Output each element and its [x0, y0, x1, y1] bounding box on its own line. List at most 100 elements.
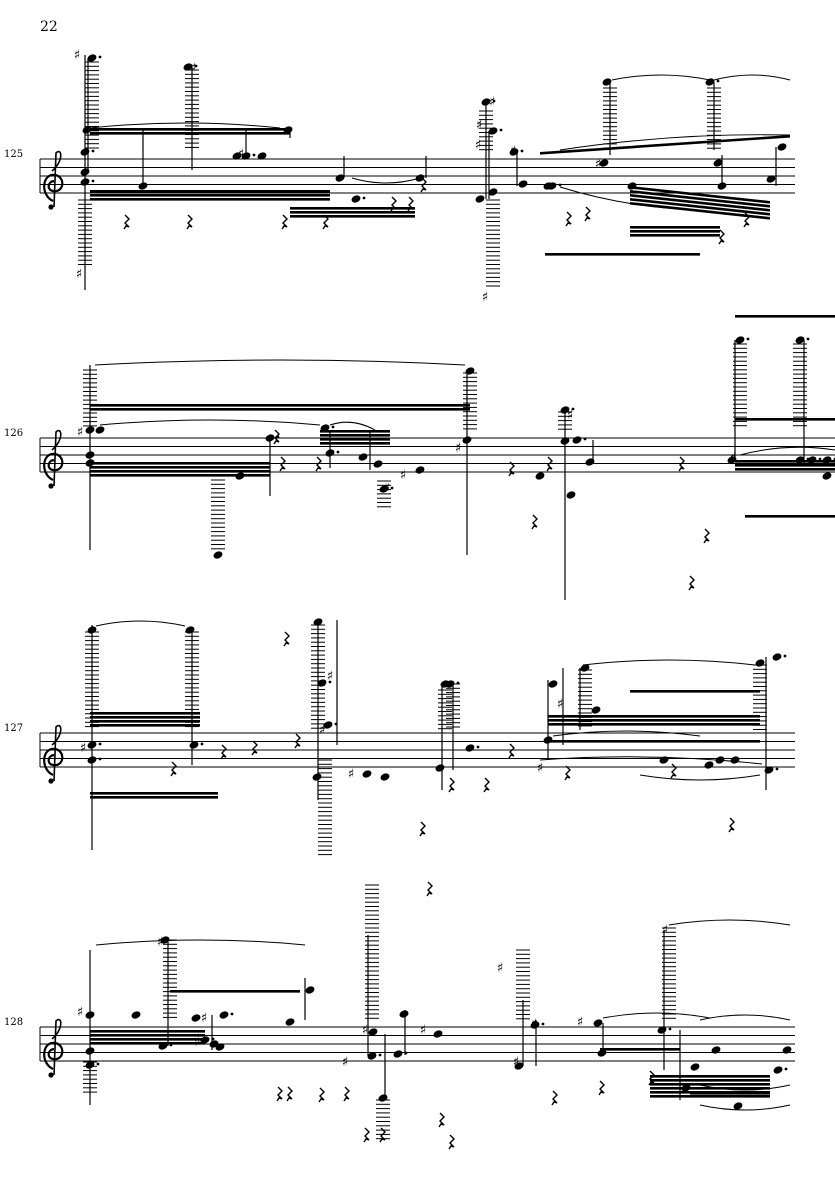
tie — [89, 122, 281, 129]
tie — [611, 74, 711, 81]
sharp-sign: ♯ — [362, 1023, 368, 1038]
clef-dot — [48, 778, 54, 784]
beam-group — [545, 253, 700, 256]
rest — [448, 777, 455, 793]
notehead — [773, 1066, 783, 1074]
notehead — [399, 1010, 409, 1018]
notehead — [305, 986, 315, 994]
rest — [273, 429, 280, 445]
notehead — [597, 1049, 607, 1057]
tie — [329, 421, 376, 431]
beam — [90, 792, 218, 795]
notehead — [772, 653, 782, 661]
rest — [743, 212, 750, 228]
notehead — [87, 741, 97, 749]
ledger-lines — [793, 343, 807, 427]
notehead — [514, 1062, 524, 1070]
augmentation-dot — [331, 425, 335, 429]
notehead — [87, 626, 97, 634]
notehead — [435, 764, 445, 772]
rest — [251, 740, 258, 756]
beam — [90, 1038, 205, 1041]
notehead — [283, 126, 293, 134]
rest — [279, 456, 286, 472]
augmentation-dot — [96, 1062, 100, 1066]
clef-stem — [51, 429, 62, 487]
rest — [276, 1086, 283, 1102]
notehead — [241, 152, 251, 160]
ledger-lines — [377, 480, 391, 508]
notehead — [481, 98, 491, 106]
augmentation-dot — [476, 745, 480, 749]
sharp-sign: ♯ — [194, 1035, 200, 1050]
tie — [552, 730, 701, 737]
rest — [703, 528, 710, 544]
beam — [735, 464, 835, 467]
tie — [699, 1104, 791, 1111]
rest — [220, 744, 227, 760]
beam — [90, 408, 470, 411]
rest — [363, 1127, 370, 1143]
notehead — [213, 551, 223, 559]
staff-system: 126 — [4, 428, 835, 489]
notehead — [325, 449, 335, 457]
notehead — [415, 174, 425, 182]
sharp-sign: ♯ — [730, 451, 736, 466]
beam-group — [170, 990, 300, 993]
notehead — [367, 1052, 377, 1060]
sharp-sign: ♯ — [327, 669, 333, 684]
sharp-sign: ♯ — [510, 144, 516, 159]
notehead — [313, 618, 323, 626]
augmentation-dot — [98, 757, 102, 761]
rest — [678, 456, 685, 472]
notehead — [690, 1063, 700, 1071]
beam — [650, 1095, 770, 1098]
augmentation-dot — [362, 196, 366, 200]
notehead — [183, 63, 193, 71]
rest — [584, 206, 591, 222]
beam-group — [90, 462, 270, 477]
notehead — [323, 721, 333, 729]
notehead — [627, 182, 637, 190]
notehead — [465, 367, 475, 375]
notehead — [335, 174, 345, 182]
augmentation-dot — [390, 486, 394, 490]
beam-group — [90, 792, 218, 799]
beam — [630, 234, 720, 237]
notehead — [320, 424, 330, 432]
notehead — [215, 1043, 225, 1051]
beam — [90, 724, 200, 727]
beam — [290, 211, 415, 214]
beam-group — [690, 1092, 770, 1095]
beam — [630, 226, 720, 229]
notehead — [705, 78, 715, 86]
rest — [564, 765, 571, 781]
notehead — [591, 706, 601, 714]
clef-stem — [51, 724, 62, 782]
beam-group — [290, 207, 415, 218]
notehead — [602, 78, 612, 86]
tie — [94, 359, 466, 366]
beam-group — [735, 460, 835, 471]
beam — [548, 723, 760, 726]
rest — [728, 817, 735, 833]
rest — [407, 196, 414, 212]
beam-group — [548, 715, 760, 726]
clef-stem — [51, 1018, 62, 1076]
clef-curl — [43, 1041, 64, 1070]
page-number: 22 — [40, 19, 58, 35]
rest — [343, 1086, 350, 1102]
beam-group — [745, 515, 835, 518]
augmentation-dot — [558, 183, 562, 187]
notehead — [717, 182, 727, 190]
systems-layer: 125126127128♯♯♯♯♯♯♯♯♯♯♯♯♯♯♯♯♯♯♯♯♯♯♯♯♯♯♯♯… — [4, 48, 835, 1150]
sharp-sign: ♯ — [567, 408, 573, 423]
beam — [540, 135, 790, 155]
measure-number: 127 — [4, 723, 23, 734]
notehead — [730, 756, 740, 764]
beam-group — [630, 186, 770, 220]
beam — [90, 470, 270, 473]
sharp-sign: ♯ — [77, 425, 83, 440]
notehead — [727, 456, 737, 464]
